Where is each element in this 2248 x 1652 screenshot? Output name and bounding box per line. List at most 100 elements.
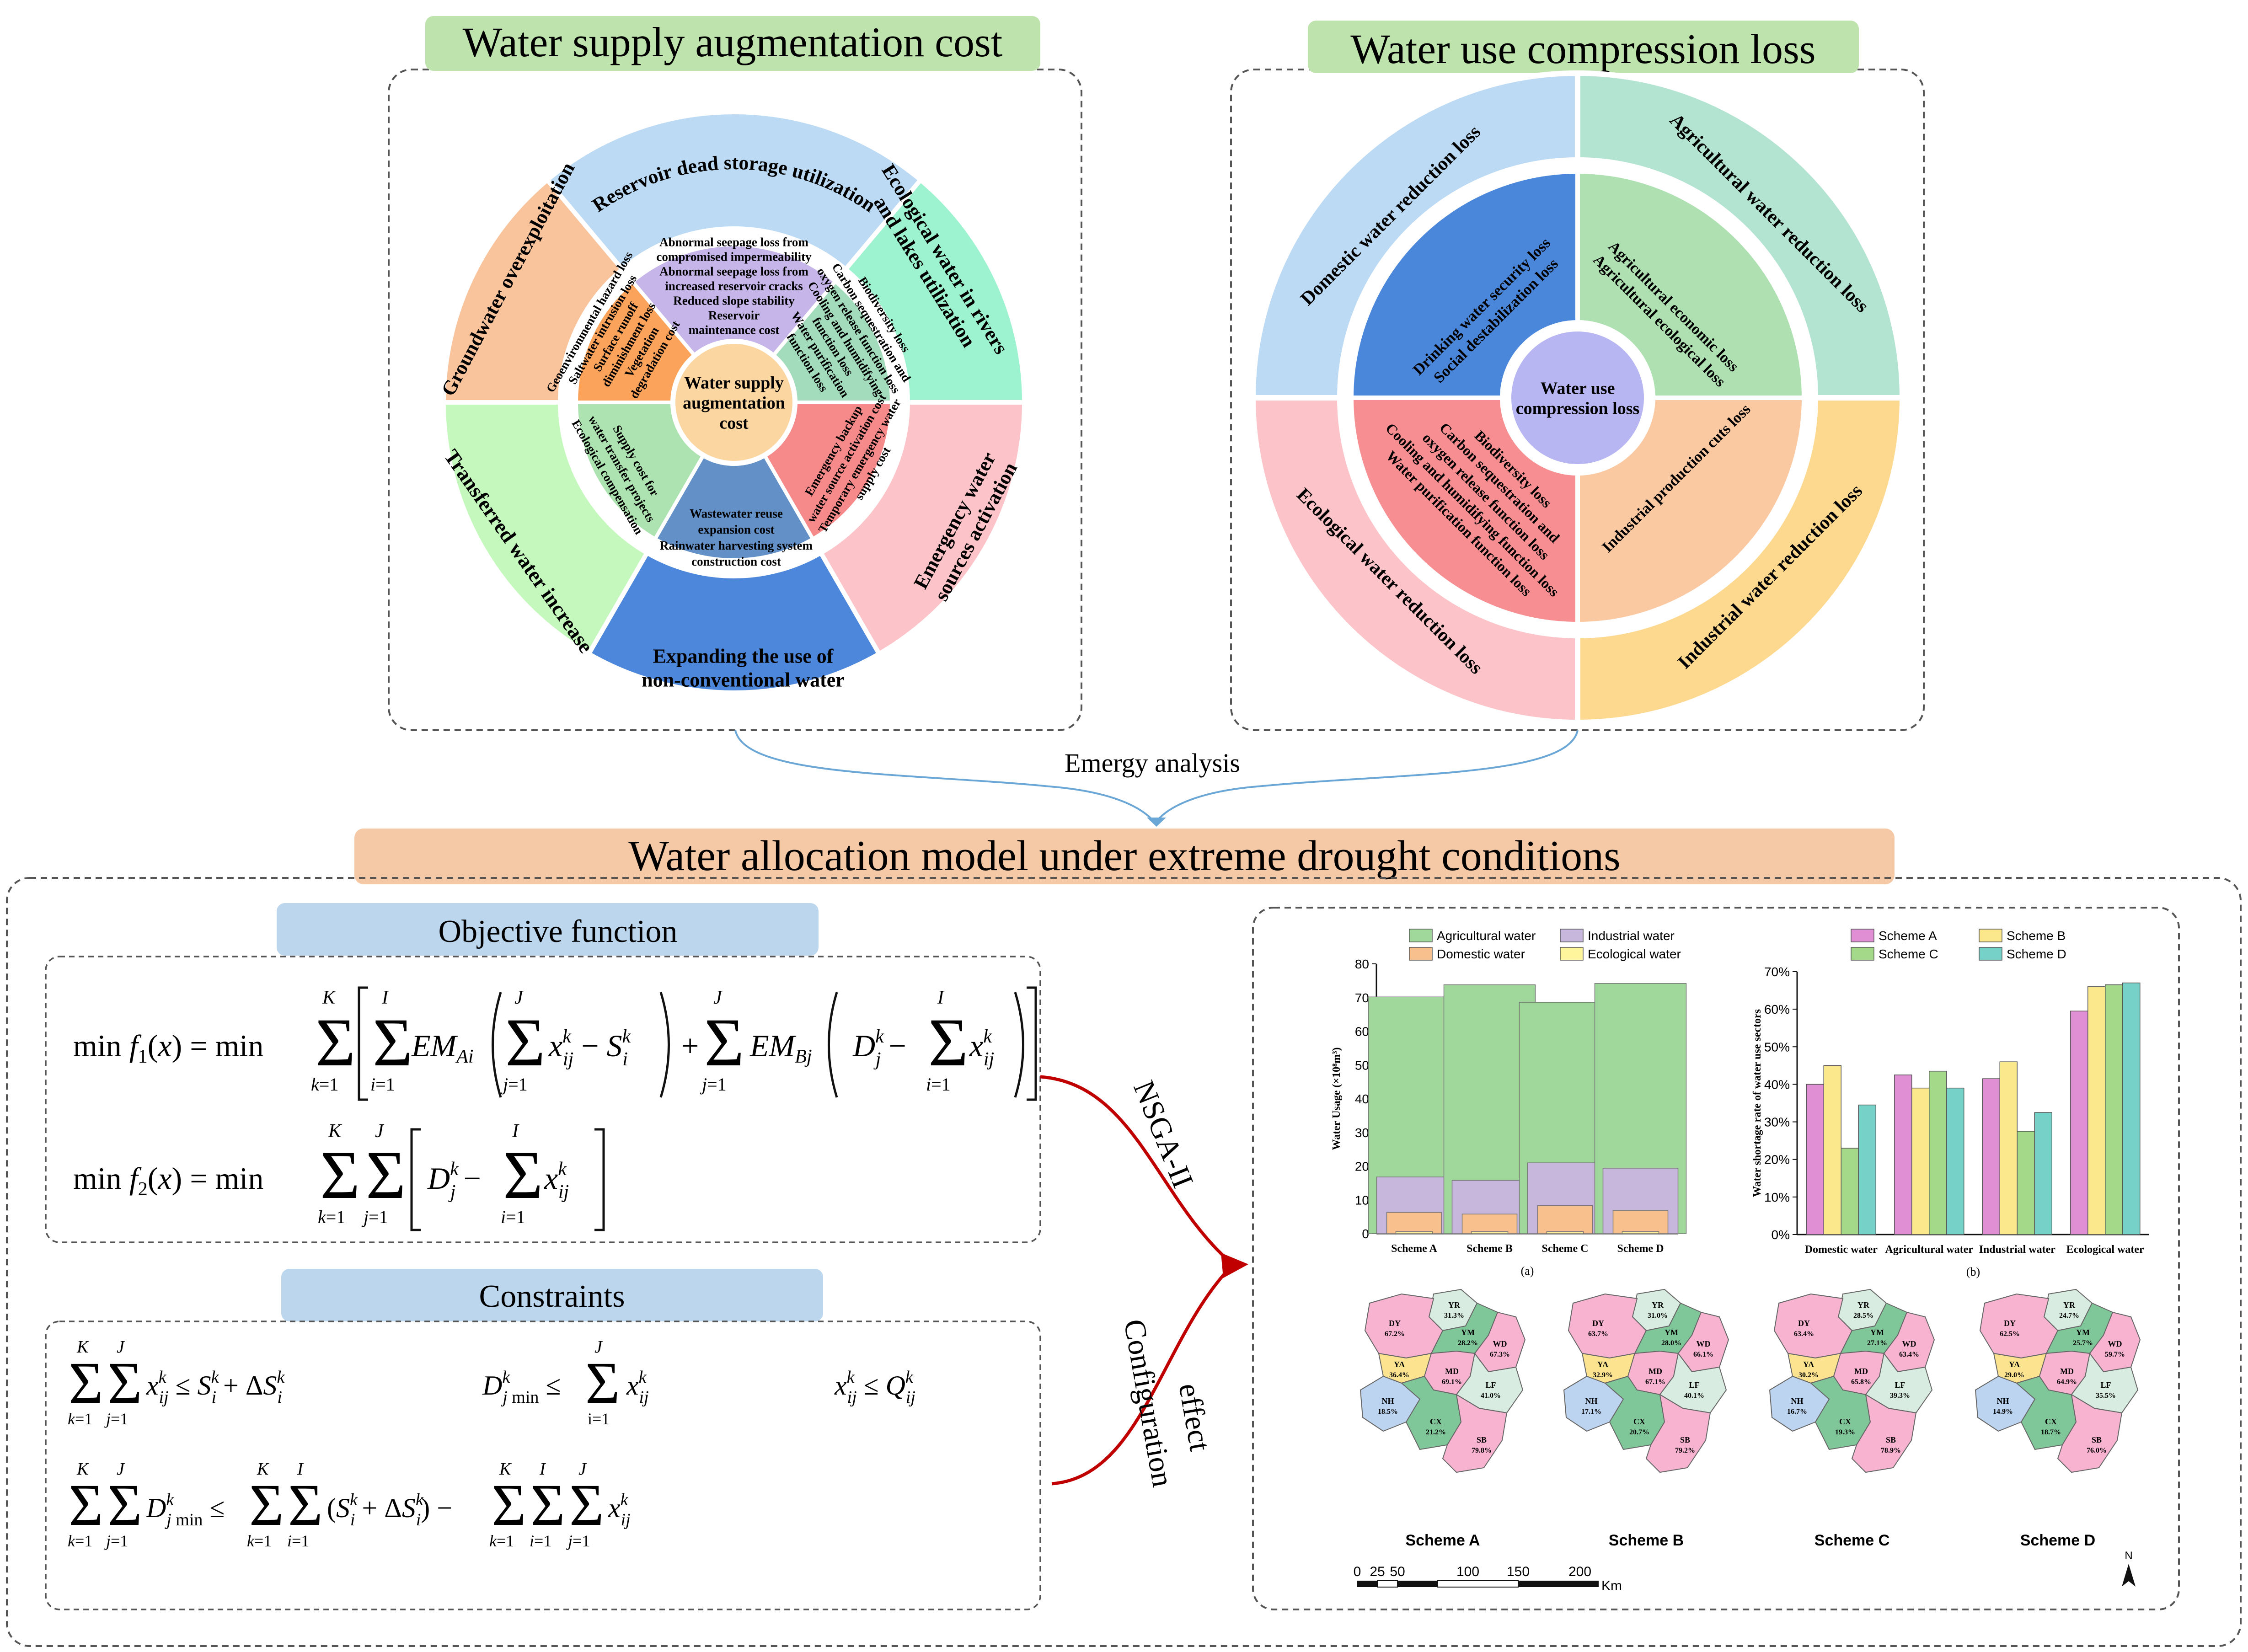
region-code: YA [2009, 1360, 2020, 1369]
region-code: NH [1585, 1396, 1598, 1406]
svg-text:Dkj −: Dkj − [852, 1026, 906, 1070]
svg-text:K: K [322, 987, 336, 1008]
y-tick-label: 70% [1764, 965, 1790, 979]
region-rate: 79.2% [1675, 1447, 1695, 1454]
svg-text:J: J [713, 987, 723, 1008]
region-rate: 36.4% [1389, 1371, 1409, 1379]
bar-scheme-c [1841, 1148, 1859, 1235]
region-dy [1364, 1293, 1444, 1359]
legend-swatch [1409, 929, 1433, 942]
map-caption: Scheme A [1405, 1532, 1480, 1549]
svg-text:K: K [328, 1121, 342, 1142]
bar-scheme-a [2070, 1010, 2088, 1235]
map-caption: Scheme D [2020, 1532, 2095, 1549]
legend-label: Scheme B [2007, 929, 2066, 943]
bar-domestic-water [1386, 1212, 1442, 1234]
region-code: WD [2108, 1339, 2122, 1348]
inner-ring-transferred [574, 401, 706, 542]
svg-text:Σ: Σ [492, 1472, 526, 1538]
legend-label: Scheme A [1879, 929, 1937, 943]
region-rate: 14.9% [1993, 1408, 2013, 1416]
map-caption: Scheme C [1814, 1532, 1889, 1549]
region-rate: 41.0% [1481, 1392, 1501, 1400]
svg-text:J: J [578, 1460, 587, 1479]
region-sb [2057, 1394, 2123, 1473]
svg-text:J: J [594, 1337, 603, 1357]
x-tick-label: Scheme C [1542, 1243, 1589, 1255]
svg-text:I: I [297, 1460, 304, 1479]
svg-text:Σ: Σ [69, 1350, 103, 1416]
region-code: LF [2100, 1380, 2111, 1390]
objective-title-bg [277, 903, 819, 956]
label-nonconventional-line: Expanding the use of [653, 645, 834, 667]
region-rate: 62.5% [2000, 1330, 2020, 1338]
left-panel-title-bg [425, 16, 1040, 71]
right-panel-title: Water use compression loss [1350, 26, 1815, 72]
y-tick-label: 20 [1355, 1160, 1369, 1174]
region-code: YA [1394, 1360, 1405, 1369]
y-axis-label: Water Usage (×10⁸m³) [1331, 1048, 1343, 1150]
region-rate: 32.9% [1593, 1371, 1613, 1379]
region-rate: 63.4% [1794, 1330, 1814, 1338]
svg-text:k=1: k=1 [489, 1532, 514, 1550]
constraints-title-bg [281, 1269, 823, 1321]
svg-text:Σ: Σ [69, 1472, 103, 1538]
region-rate: 40.1% [1684, 1392, 1704, 1400]
svg-text:EMBj: EMBj [749, 1028, 812, 1067]
bar-ecological-water [1546, 1231, 1584, 1234]
svg-text:k=1: k=1 [318, 1207, 345, 1227]
region-code: WD [1493, 1339, 1507, 1348]
legend-swatch [1979, 929, 2002, 942]
model-title: Water allocation model under extreme dro… [628, 832, 1620, 880]
inner-nonconventional-line: expansion cost [698, 523, 774, 536]
y-tick-label: 10% [1764, 1190, 1790, 1204]
svg-text:J: J [117, 1337, 125, 1357]
svg-text:k=1: k=1 [311, 1074, 338, 1095]
x-tick-label: Industrial water [1979, 1244, 2056, 1256]
svg-text:Σ: Σ [928, 1005, 968, 1080]
outer-ring-groundwater [441, 176, 626, 405]
region-code: DY [2004, 1319, 2016, 1328]
region-rate: 18.5% [1378, 1408, 1398, 1416]
model-title-bg [354, 829, 1895, 884]
bar-domestic-water [1537, 1205, 1593, 1234]
y-tick-label: 50 [1355, 1058, 1369, 1072]
objective-f1-formula: min f1(x) = min Σ K k=1 Σ I i=1 EMAi Σ J… [73, 986, 1037, 1101]
outer-ring-nonconventional [585, 550, 883, 695]
region-code: CX [2045, 1417, 2057, 1426]
region-rate: 39.3% [1890, 1392, 1910, 1400]
bar-scheme-b [1999, 1061, 2018, 1235]
region-code: YR [1857, 1300, 1870, 1310]
svg-text:Σ: Σ [373, 1005, 412, 1080]
region-code: NH [1791, 1396, 1804, 1406]
svg-text:K: K [257, 1460, 269, 1479]
scale-tick-0: 0 [1354, 1564, 1361, 1579]
outer-ring-ecological [842, 176, 1027, 405]
svg-text:j=1: j=1 [104, 1532, 128, 1550]
bar-domestic-water [1612, 1210, 1669, 1234]
label-nonconventional-line: non-conventional water [642, 668, 845, 691]
region-rate: 16.7% [1787, 1408, 1807, 1416]
bar-scheme-c [2017, 1131, 2035, 1235]
svg-text:I: I [937, 987, 945, 1008]
region-rate: 19.3% [1835, 1428, 1855, 1436]
center-label-line: Water use [1541, 379, 1615, 398]
map-caption: Scheme B [1609, 1532, 1684, 1549]
x-tick-label: Agricultural water [1885, 1244, 1973, 1256]
scale-tick-100: 100 [1456, 1564, 1479, 1579]
center-label-line: cost [719, 413, 749, 433]
inner-reservoir-line: Reduced slope stability [673, 294, 795, 307]
svg-text:i=1: i=1 [588, 1410, 610, 1428]
inner-ring-agricultural [1575, 169, 1807, 400]
bar-scheme-d [2122, 982, 2141, 1235]
legend-swatch [1560, 947, 1584, 961]
region-sb [1851, 1394, 1917, 1473]
svg-text:Σ: Σ [107, 1350, 142, 1416]
region-rate: 67.3% [1490, 1351, 1510, 1358]
svg-text:Σ: Σ [316, 1005, 355, 1080]
y-tick-label: 0 [1362, 1227, 1369, 1241]
legend-label: Agricultural water [1437, 929, 1536, 943]
